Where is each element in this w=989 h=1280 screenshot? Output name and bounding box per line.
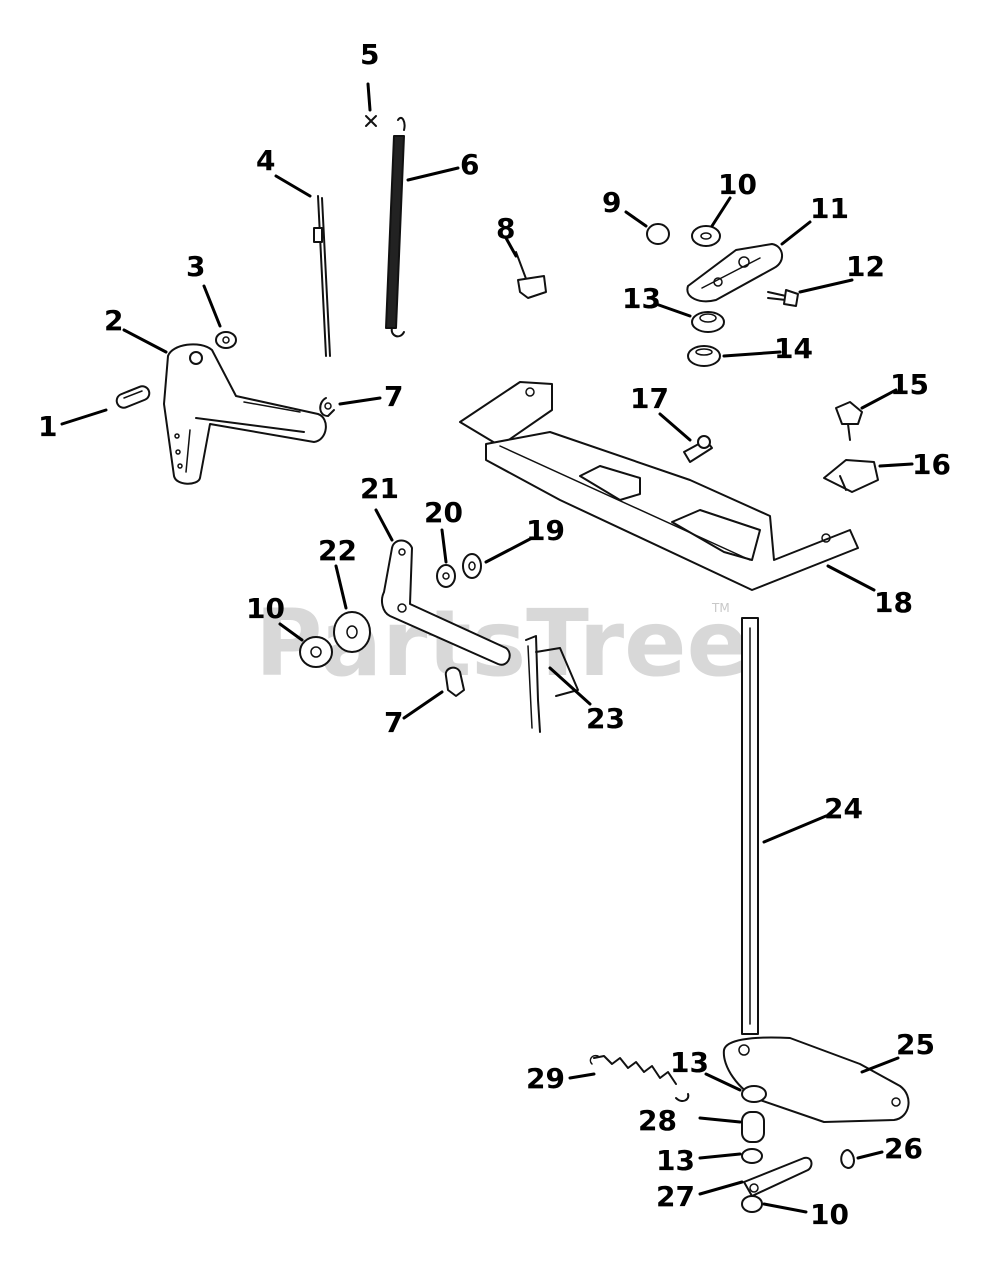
callout-28[interactable]: 28 <box>638 1104 677 1137</box>
part-24-shaft[interactable] <box>741 617 759 1035</box>
callout-23[interactable]: 23 <box>586 702 625 735</box>
part-22-washer[interactable] <box>333 611 371 653</box>
callout-5[interactable]: 5 <box>360 38 379 71</box>
callout-10-upper[interactable]: 10 <box>718 168 757 201</box>
callout-24[interactable]: 24 <box>824 792 863 825</box>
callout-10-lower[interactable]: 10 <box>810 1198 849 1231</box>
callout-18[interactable]: 18 <box>874 586 913 619</box>
callout-19[interactable]: 19 <box>526 514 565 547</box>
part-13-spacer-upper[interactable] <box>691 311 725 333</box>
part-17-bolt[interactable] <box>683 435 713 463</box>
callout-27[interactable]: 27 <box>656 1180 695 1213</box>
leader-lines <box>60 82 914 1214</box>
part-16-bracket[interactable] <box>823 459 879 493</box>
callout-2[interactable]: 2 <box>104 304 123 337</box>
part-11-link-bracket[interactable] <box>686 243 783 303</box>
callout-12[interactable]: 12 <box>846 250 885 283</box>
callout-10-middle[interactable]: 10 <box>246 592 285 625</box>
part-20-nut[interactable] <box>436 564 456 588</box>
callout-16[interactable]: 16 <box>912 448 951 481</box>
part-15-bolt[interactable] <box>835 401 863 441</box>
part-21-lever[interactable] <box>381 539 511 666</box>
part-3-nut[interactable] <box>215 331 237 349</box>
part-7-clip-lower[interactable] <box>444 666 465 697</box>
part-18-bracket-plate[interactable] <box>459 381 859 591</box>
callout-20[interactable]: 20 <box>424 496 463 529</box>
callout-11[interactable]: 11 <box>810 192 849 225</box>
part-2-lever[interactable] <box>163 343 327 485</box>
callout-4[interactable]: 4 <box>256 144 275 177</box>
part-28-spacer[interactable] <box>675 1093 765 1143</box>
callout-9[interactable]: 9 <box>602 186 621 219</box>
callout-1[interactable]: 1 <box>38 410 57 443</box>
part-5-clip[interactable] <box>365 115 377 127</box>
part-29-spring[interactable] <box>589 1054 677 1085</box>
part-10-nut-middle[interactable] <box>299 636 333 668</box>
part-7-clip-upper[interactable] <box>319 397 335 417</box>
part-9-nut[interactable] <box>646 223 670 245</box>
callout-7-lower[interactable]: 7 <box>384 706 403 739</box>
callout-13-lower[interactable]: 13 <box>656 1144 695 1177</box>
part-23-bent-rod[interactable] <box>525 635 579 733</box>
part-13-washer-lower[interactable] <box>741 1085 767 1164</box>
part-19-nut[interactable] <box>462 553 482 579</box>
part-6-spring[interactable] <box>385 116 406 338</box>
callout-15[interactable]: 15 <box>890 368 929 401</box>
callout-8[interactable]: 8 <box>496 212 515 245</box>
part-25-lower-plate[interactable] <box>722 1036 910 1123</box>
part-8-bolt[interactable] <box>515 251 547 299</box>
callout-17[interactable]: 17 <box>630 382 669 415</box>
callout-labels: 1 2 3 4 5 6 7 7 8 9 10 10 10 11 12 13 13… <box>38 38 951 1231</box>
part-4-rod[interactable] <box>313 195 331 357</box>
part-12-bolt[interactable] <box>767 289 799 307</box>
callout-25[interactable]: 25 <box>896 1028 935 1061</box>
callout-26[interactable]: 26 <box>884 1132 923 1165</box>
part-14-washer[interactable] <box>687 345 721 367</box>
callout-3[interactable]: 3 <box>186 250 205 283</box>
callout-6[interactable]: 6 <box>460 148 479 181</box>
part-10-washer-upper[interactable] <box>691 225 721 247</box>
callout-7-upper[interactable]: 7 <box>384 380 403 413</box>
callout-29[interactable]: 29 <box>526 1062 565 1095</box>
callout-13-upper[interactable]: 13 <box>622 282 661 315</box>
callout-22[interactable]: 22 <box>318 534 357 567</box>
callout-13-middle[interactable]: 13 <box>670 1046 709 1079</box>
callout-14[interactable]: 14 <box>774 332 813 365</box>
part-26-clip[interactable] <box>840 1149 855 1169</box>
part-27-link[interactable] <box>743 1156 813 1197</box>
watermark-trademark: TM <box>711 601 730 615</box>
part-1-pin[interactable] <box>115 384 152 410</box>
callout-21[interactable]: 21 <box>360 472 399 505</box>
part-10-nut-lower[interactable] <box>741 1195 763 1213</box>
